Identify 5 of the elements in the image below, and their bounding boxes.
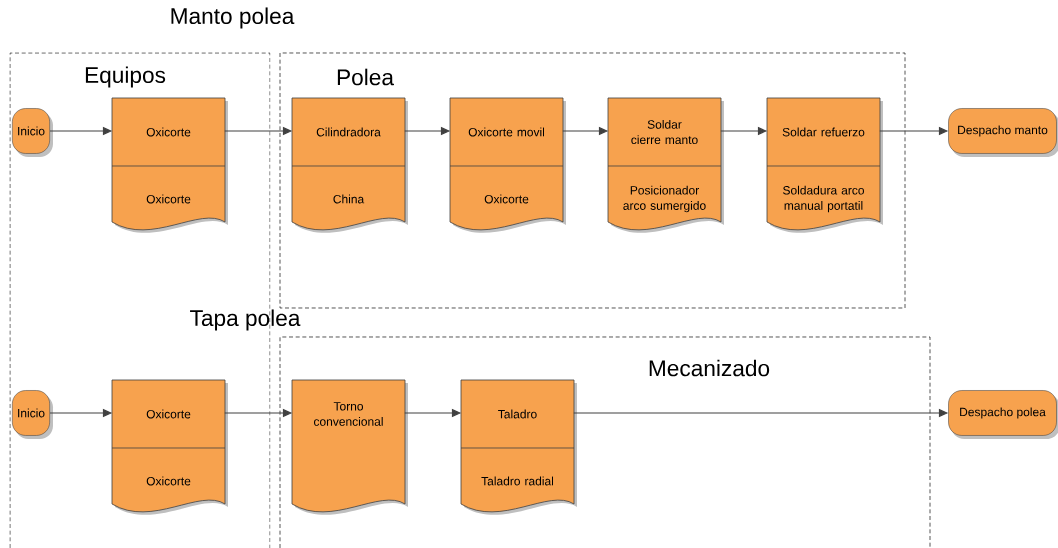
group-title: Mecanizado	[649, 359, 770, 377]
group-title: Polea	[337, 68, 394, 86]
section-title: Manto polea	[171, 7, 295, 29]
section-title: Tapa polea	[190, 309, 301, 331]
group-title: Equipos	[85, 66, 166, 88]
